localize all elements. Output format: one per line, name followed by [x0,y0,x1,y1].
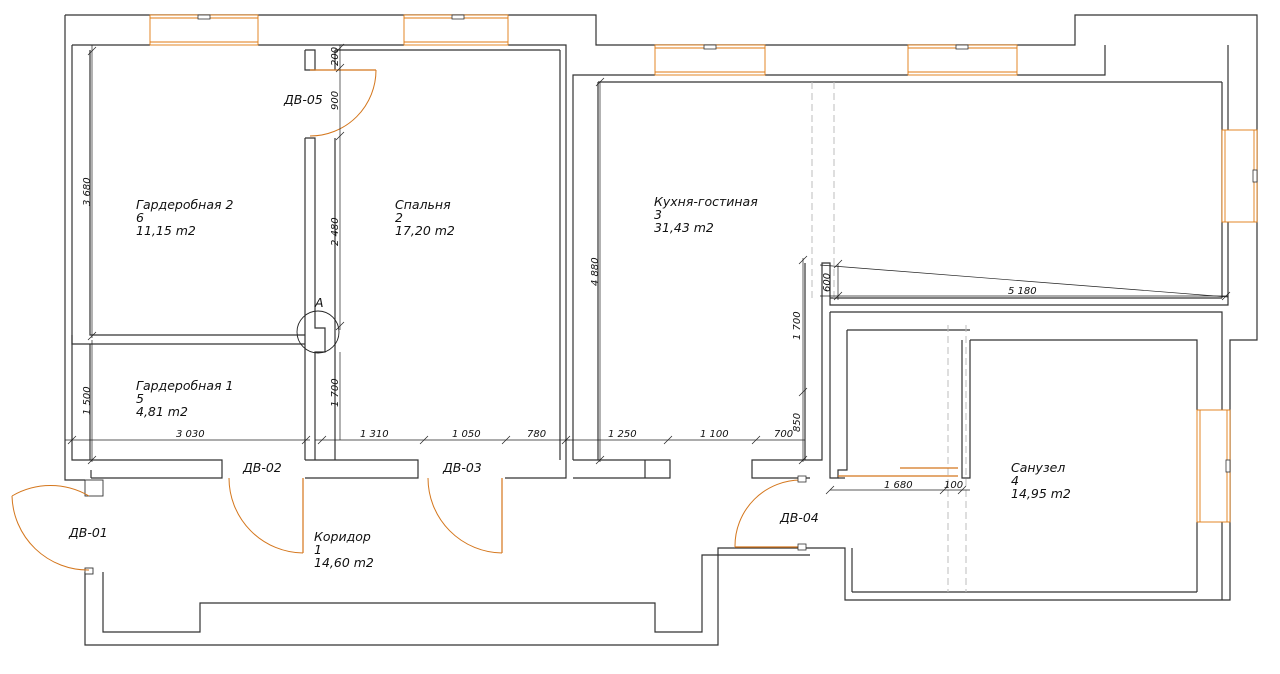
room-area: 14,60 m2 [314,555,374,570]
door-dv05 [309,69,377,137]
dimension-labels: 200 900 3 680 2 480 4 880 600 5 180 1 70… [82,47,1037,491]
room-number: 2 [395,210,403,225]
door-bathroom-inner [838,467,958,477]
dim-2480: 2 480 [330,217,341,246]
window-kitchen-1 [654,44,766,76]
room-number: 6 [136,210,144,225]
dimension-lines [65,43,1231,495]
room-name: Спальня [395,197,451,212]
room-wardrobe1: Гардеробная 1 5 4,81 m2 [136,378,233,419]
window-wardrobe2 [149,14,259,46]
window-kitchen-side [1221,129,1258,223]
dim-1050: 1 050 [452,429,481,440]
room-area: 11,15 m2 [136,223,196,238]
dim-3030: 3 030 [176,429,205,440]
door-dv03 [427,477,503,554]
door-dv04 [734,475,807,551]
room-corridor: Коридор 1 14,60 m2 [314,529,374,570]
window-bedroom [403,14,509,46]
room-number: 4 [1011,473,1019,488]
dim-700: 700 [774,429,793,440]
room-area: 14,95 m2 [1011,486,1071,501]
doors [11,69,958,575]
section-marker: A [296,295,340,354]
room-name: Гардеробная 1 [136,378,233,393]
door-label-dv05: ДВ-05 [283,92,323,107]
window-kitchen-2 [907,44,1018,76]
room-kitchen: Кухня-гостиная 3 31,43 m2 [654,194,758,235]
dim-850: 850 [792,413,803,432]
door-labels: ДВ-01 ДВ-02 ДВ-03 ДВ-04 ДВ-05 [68,92,819,540]
room-area: 4,81 m2 [136,404,188,419]
room-number: 3 [654,207,662,222]
door-dv01 [11,479,104,575]
door-dv02 [228,477,304,554]
room-name: Коридор [314,529,371,544]
room-wardrobe2: Гардеробная 2 6 11,15 m2 [136,197,234,238]
room-bedroom: Спальня 2 17,20 m2 [395,197,455,238]
door-label-dv03: ДВ-03 [442,460,482,475]
room-area: 17,20 m2 [395,223,455,238]
room-number: 5 [136,391,144,406]
marker-label: A [314,295,324,310]
room-number: 1 [314,542,322,557]
dim-1500: 1 500 [82,386,93,415]
door-label-dv01: ДВ-01 [68,525,108,540]
room-bathroom: Санузел 4 14,95 m2 [1011,460,1071,501]
dim-4880: 4 880 [590,257,601,286]
dim-600: 600 [822,273,833,292]
dim-3680: 3 680 [82,177,93,206]
room-name: Санузел [1011,460,1065,475]
room-area: 31,43 m2 [654,220,714,235]
dim-1100: 1 100 [700,429,729,440]
room-name: Гардеробная 2 [136,197,234,212]
dim-100: 100 [944,480,963,491]
window-bathroom [1196,409,1231,523]
door-label-dv02: ДВ-02 [242,460,282,475]
dim-200: 200 [330,47,341,66]
room-name: Кухня-гостиная [654,194,758,209]
dim-1250: 1 250 [608,429,637,440]
door-label-dv04: ДВ-04 [779,510,819,525]
dim-1310: 1 310 [360,429,389,440]
dim-1700-left: 1 700 [330,378,341,407]
room-labels: Гардеробная 2 6 11,15 m2 Спальня 2 17,20… [136,194,1071,570]
dim-5180: 5 180 [1008,286,1037,297]
windows [149,14,1258,523]
walls [64,14,1258,646]
dim-1680: 1 680 [884,480,913,491]
dim-780: 780 [527,429,546,440]
dim-900: 900 [330,91,341,110]
dim-1700-right: 1 700 [792,311,803,340]
